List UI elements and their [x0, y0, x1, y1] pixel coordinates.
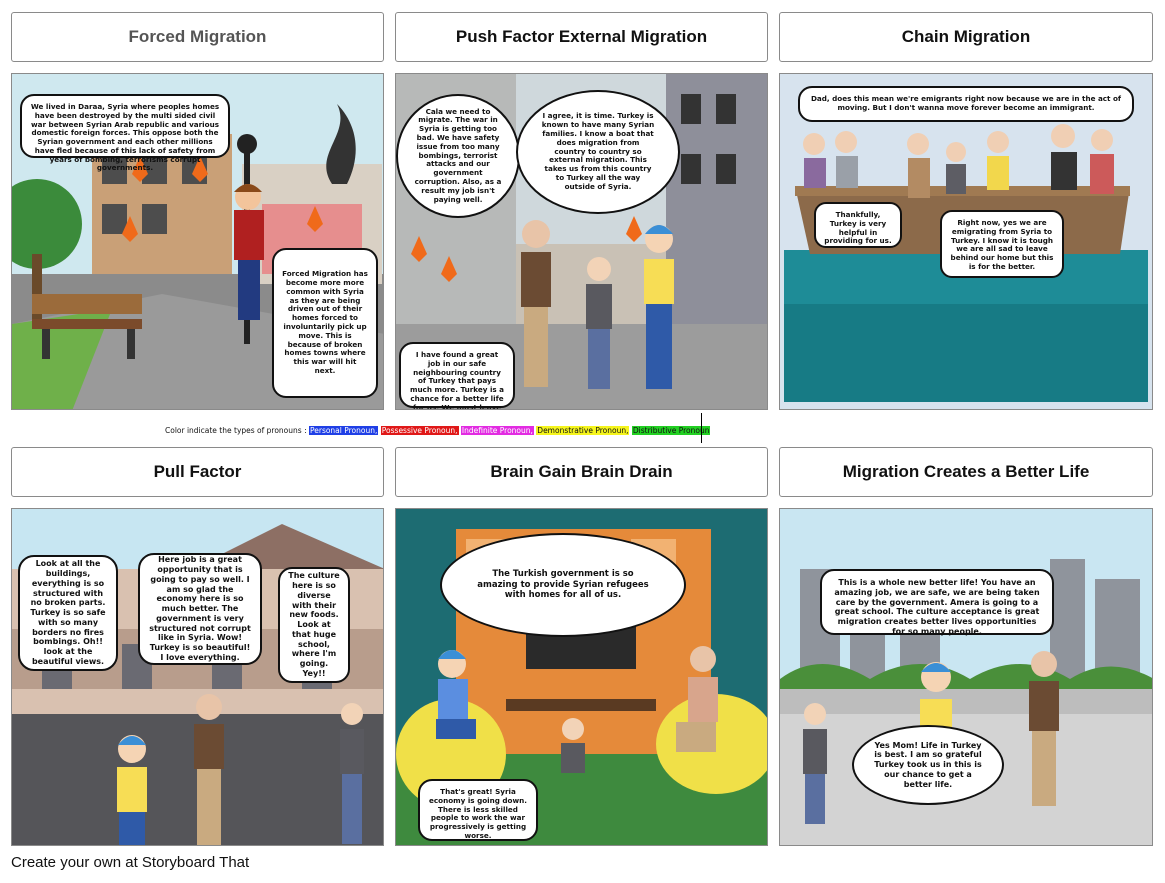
panel-2-bubble-3: I have found a great job in our safe nei… [399, 342, 515, 410]
panel-5-bubble-2-text: That's great! Syria economy is going dow… [429, 787, 527, 840]
panel-3-scene: Dad, does this mean we're emigrants righ… [779, 73, 1153, 410]
legend-possessive: Possessive Pronoun, [380, 426, 459, 435]
panel-3-title: Chain Migration [779, 12, 1153, 62]
legend-indefinite: Indefinite Pronoun, [460, 426, 534, 435]
panel-3-bubble-1-text: Dad, does this mean we're emigrants righ… [810, 94, 1122, 112]
panel-1-bubble-1-text: We lived in Daraa, Syria where peoples h… [30, 102, 220, 173]
panel-6-scene: This is a whole new better life! You hav… [779, 508, 1153, 846]
panel-4-bubble-2-text: Here job is a great opportunity that is … [149, 555, 251, 662]
panel-4-bubble-1: Look at all the buildings, everything is… [18, 555, 118, 671]
panel-2-bubble-2-text: I agree, it is time. Turkey is known to … [541, 111, 655, 191]
legend-personal: Personal Pronoun, [308, 426, 379, 435]
legend-divider [701, 413, 702, 443]
panel-5-scene: The Turkish government is so amazing to … [395, 508, 768, 846]
panel-6-bubble-1-text: This is a whole new better life! You hav… [834, 578, 1040, 636]
panel-4-bubble-1-text: Look at all the buildings, everything is… [30, 559, 106, 666]
panel-4-scene: Look at all the buildings, everything is… [11, 508, 384, 846]
panel-2-bubble-1-text: Cala we need to migrate. The war in Syri… [414, 106, 502, 204]
panel-5-title: Brain Gain Brain Drain [395, 447, 768, 497]
panel-2-bubble-1: Cala we need to migrate. The war in Syri… [396, 94, 520, 218]
panel-1-bubble-1: We lived in Daraa, Syria where peoples h… [20, 94, 230, 172]
panel-2-bubble-3-text: I have found a great job in our safe nei… [409, 350, 505, 410]
panel-4-bubble-3: The culture here is so diverse with thei… [278, 567, 350, 683]
panel-6-title: Migration Creates a Better Life [779, 447, 1153, 497]
panel-3-bubble-2: Thankfully, Turkey is very helpful in pr… [814, 202, 902, 248]
panel-4-bubble-2: Here job is a great opportunity that is … [138, 553, 262, 665]
legend-demonstrative: Demonstrative Pronoun, [536, 426, 630, 435]
panel-5-bubble-1: The Turkish government is so amazing to … [440, 533, 686, 637]
panel-6-bubble-1: This is a whole new better life! You hav… [820, 569, 1054, 636]
panel-6-bubble-2-text: Yes Mom! Life in Turkey is best. I am so… [874, 740, 982, 789]
panel-5-bubble-1-text: The Turkish government is so amazing to … [477, 569, 649, 601]
panel-1-scene: We lived in Daraa, Syria where peoples h… [11, 73, 384, 410]
panel-1-title: Forced Migration [11, 12, 384, 62]
panel-4-title: Pull Factor [11, 447, 384, 497]
panel-2-title: Push Factor External Migration [395, 12, 768, 62]
panel-4-bubble-3-text: The culture here is so diverse with thei… [288, 571, 340, 678]
panel-1-bubble-2: Forced Migration has become more more co… [272, 248, 378, 398]
panel-3-bubble-1: Dad, does this mean we're emigrants righ… [798, 86, 1134, 122]
panel-3-bubble-3-text: Right now, yes we are emigrating from Sy… [950, 218, 1054, 271]
panel-3-bubble-2-text: Thankfully, Turkey is very helpful in pr… [824, 210, 892, 246]
panel-1-bubble-2-text: Forced Migration has become more more co… [282, 269, 368, 375]
panel-2-scene: Cala we need to migrate. The war in Syri… [395, 73, 768, 410]
panel-5-bubble-2: That's great! Syria economy is going dow… [418, 779, 538, 841]
panel-3-bubble-3: Right now, yes we are emigrating from Sy… [940, 210, 1064, 278]
legend-intro: Color indicate the types of pronouns : [165, 426, 307, 435]
panel-6-bubble-2: Yes Mom! Life in Turkey is best. I am so… [852, 725, 1004, 805]
panel-2-bubble-2: I agree, it is time. Turkey is known to … [516, 90, 680, 214]
footer-credit[interactable]: Create your own at Storyboard That [11, 854, 250, 871]
legend-distributive: Distributive Pronoun [631, 426, 711, 435]
pronoun-legend: Color indicate the types of pronouns : P… [165, 426, 711, 435]
